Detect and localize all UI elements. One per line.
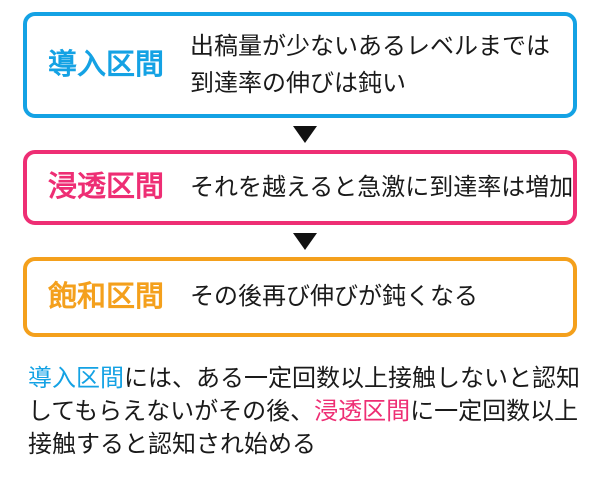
stage-label-intro: 導入区間 bbox=[48, 48, 165, 81]
summary-term-intro: 導入区間 bbox=[28, 365, 124, 392]
arrow-down-icon bbox=[293, 232, 317, 250]
summary-text: してもらえないがその後、 bbox=[28, 398, 315, 425]
stage-desc-penetration: それを越えると急激に到達率は増加 bbox=[190, 173, 574, 201]
summary-line-1: 導入区間には、ある一定回数以上接触しないと認知 bbox=[28, 362, 600, 395]
summary-line-2: してもらえないがその後、浸透区間に一定回数以上 bbox=[28, 395, 600, 428]
summary-line-3: 接触すると認知され始める bbox=[28, 428, 600, 461]
stage-desc-intro: 出稿量が少ないあるレベルまでは 到達率の伸びは鈍い bbox=[190, 28, 550, 102]
desc-line: 出稿量が少ないあるレベルまでは bbox=[190, 33, 551, 60]
stage-box-intro: 導入区間 出稿量が少ないあるレベルまでは 到達率の伸びは鈍い bbox=[23, 12, 577, 118]
stage-label-penetration: 浸透区間 bbox=[48, 171, 165, 203]
arrow-row bbox=[0, 118, 600, 150]
stage-desc-saturation: その後再び伸びが鈍くなる bbox=[190, 285, 478, 309]
desc-line: その後再び伸びが鈍くなる bbox=[190, 283, 479, 310]
desc-line: 到達率の伸びは鈍い bbox=[190, 70, 407, 97]
stage-label-saturation: 飽和区間 bbox=[48, 280, 165, 313]
stage-box-penetration: 浸透区間 それを越えると急激に到達率は増加 bbox=[23, 150, 577, 225]
desc-line: それを越えると急激に到達率は増加 bbox=[190, 173, 574, 201]
summary-text: に一定回数以上 bbox=[410, 398, 579, 425]
summary-paragraph: 導入区間には、ある一定回数以上接触しないと認知 してもらえないがその後、浸透区間… bbox=[28, 362, 600, 461]
flow-diagram: 導入区間 出稿量が少ないあるレベルまでは 到達率の伸びは鈍い 浸透区間 それを越… bbox=[0, 12, 600, 494]
arrow-row bbox=[0, 225, 600, 257]
summary-term-penetration: 浸透区間 bbox=[314, 398, 411, 425]
stage-box-saturation: 飽和区間 その後再び伸びが鈍くなる bbox=[23, 257, 577, 337]
arrow-down-icon bbox=[293, 125, 317, 143]
summary-text: 接触すると認知され始める bbox=[28, 431, 316, 458]
summary-text: には、ある一定回数以上接触しないと認知 bbox=[124, 365, 580, 392]
